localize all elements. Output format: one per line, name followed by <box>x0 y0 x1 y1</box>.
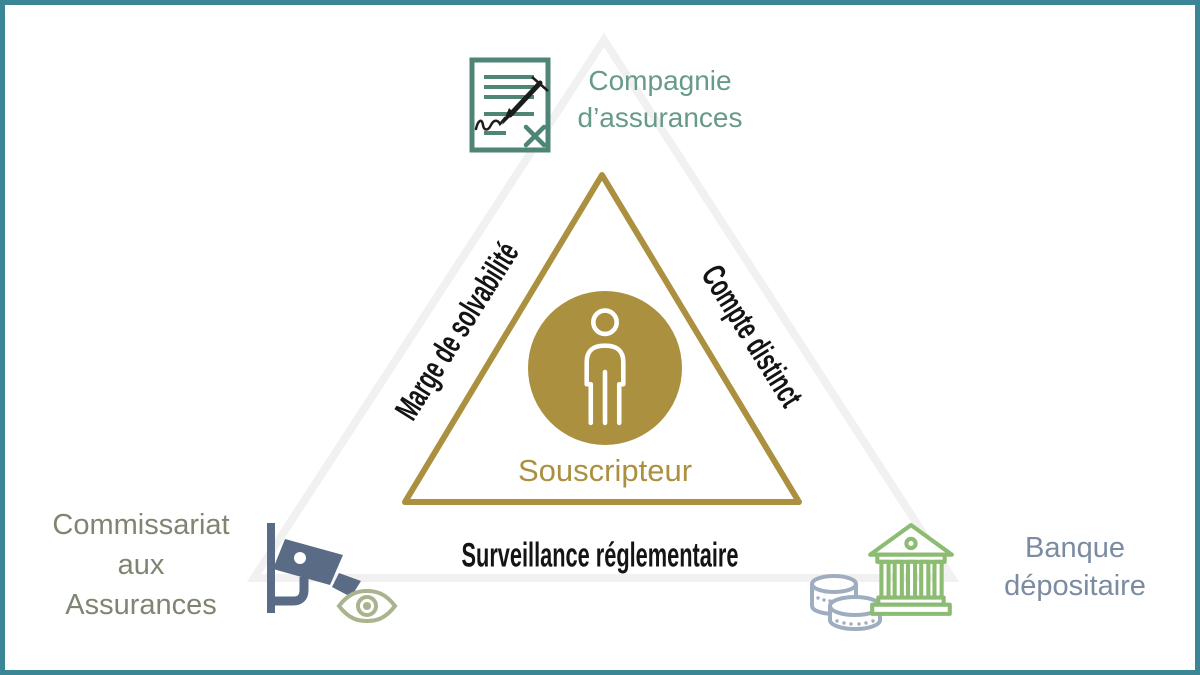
coins-icon <box>810 574 882 631</box>
gold-triangle <box>402 172 802 505</box>
contract-icon <box>469 57 551 153</box>
commissariat-line1: Commissariat <box>52 509 230 541</box>
person-icon <box>584 308 626 426</box>
insurance-commissariat-label: Commissariat aux Assurances <box>23 505 259 625</box>
commissariat-line2: aux <box>117 549 165 582</box>
bank-line2: dépositaire <box>1004 570 1146 603</box>
subscriber-circle <box>528 291 682 445</box>
edge-label-regulatory-supervision: Surveillance réglementaire <box>461 536 739 575</box>
depositary-bank-label: Banque dépositaire <box>977 529 1173 606</box>
insurance-company-line1: Compagnie <box>588 65 732 96</box>
insurance-company-label: Compagnie d’assurances <box>545 63 775 137</box>
insurance-company-line2: d’assurances <box>577 101 743 133</box>
commissariat-line3: Assurances <box>65 589 217 622</box>
bank-line1: Banque <box>1025 532 1125 564</box>
background-triangle <box>246 32 960 582</box>
cctv-camera-icon <box>267 523 361 613</box>
eye-icon <box>336 588 398 624</box>
bank-icon <box>868 523 954 616</box>
subscriber-label: Souscripteur <box>517 453 693 488</box>
